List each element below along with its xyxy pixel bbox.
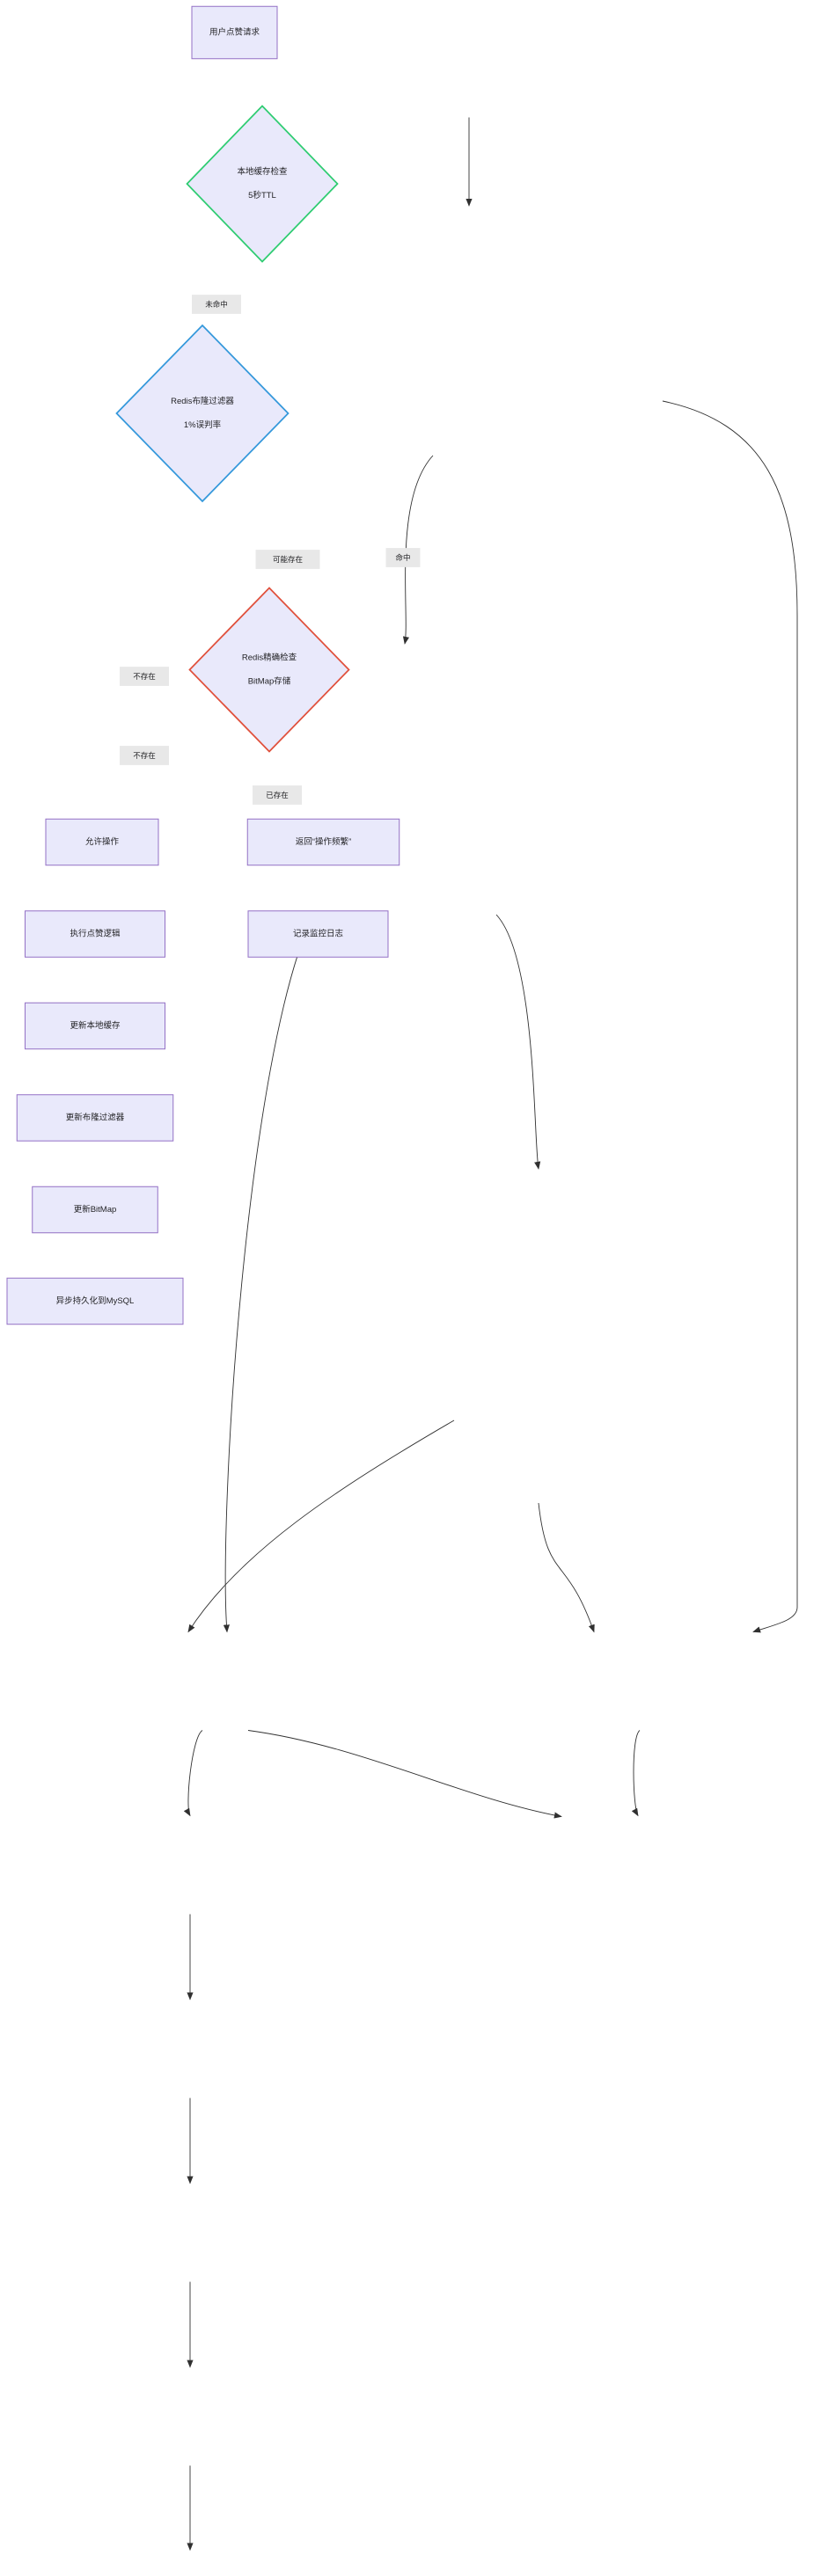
edge-label-e6: 不存在 xyxy=(120,746,169,765)
flow-node-n2[interactable]: 本地缓存检查 5秒TTL xyxy=(186,105,339,263)
node-label: 本地缓存检查 xyxy=(237,166,288,177)
flow-node-n7[interactable]: 执行点赞逻辑 xyxy=(25,910,165,958)
node-label: 返回“操作频繁” xyxy=(296,836,351,847)
node-rect xyxy=(191,5,278,60)
node-rect xyxy=(25,910,165,958)
edge-label-background xyxy=(253,785,302,805)
flow-node-n12[interactable]: 异步持久化到MySQL xyxy=(6,1277,184,1325)
edge-label-text: 可能存在 xyxy=(273,555,303,564)
node-rect xyxy=(6,1277,184,1325)
node-label: 用户点赞请求 xyxy=(209,27,260,38)
edge-label-background xyxy=(385,548,421,567)
edge-label-background xyxy=(192,295,241,314)
node-label: Redis精确检查 xyxy=(242,653,297,663)
node-label: 更新BitMap xyxy=(74,1204,117,1215)
edge-label-text: 未命中 xyxy=(205,300,228,309)
edges-layer xyxy=(183,117,798,2551)
node-label: 允许操作 xyxy=(85,836,120,847)
node-label: BitMap存储 xyxy=(248,676,291,687)
node-rect xyxy=(247,910,389,958)
node-label: 执行点赞逻辑 xyxy=(70,929,121,939)
node-label: 异步持久化到MySQL xyxy=(56,1295,135,1306)
edge-label-background xyxy=(255,550,320,569)
edge-label-text: 命中 xyxy=(395,553,410,562)
node-label: 1%误判率 xyxy=(184,420,222,430)
node-rect xyxy=(25,1002,165,1050)
edge-label-background xyxy=(120,746,169,765)
edge-label-e5: 不存在 xyxy=(120,667,169,686)
edge-label-e2: 未命中 xyxy=(192,295,241,314)
flow-node-n10[interactable]: 更新布隆过滤器 xyxy=(16,1094,174,1142)
node-rect xyxy=(246,818,400,866)
flow-edge-e8 xyxy=(183,1730,203,1817)
edge-label-background xyxy=(120,667,169,686)
node-label: 记录监控日志 xyxy=(293,929,343,939)
edge-label-text: 已存在 xyxy=(266,791,289,799)
flow-edge-e9 xyxy=(247,1730,562,1819)
flow-edge-e10 xyxy=(631,1730,641,1817)
flow-node-n5[interactable]: 允许操作 xyxy=(45,818,159,866)
flow-node-n11[interactable]: 更新BitMap xyxy=(32,1186,158,1234)
node-label: 更新本地缓存 xyxy=(70,1020,121,1031)
node-diamond xyxy=(186,105,339,263)
flow-edge-e3 xyxy=(662,400,798,1633)
node-diamond xyxy=(188,587,350,753)
edge-label-e3: 命中 xyxy=(385,548,421,567)
node-rect xyxy=(16,1094,174,1142)
flow-node-n8[interactable]: 记录监控日志 xyxy=(247,910,389,958)
flow-node-n6[interactable]: 返回“操作频繁” xyxy=(246,818,400,866)
edge-label-text: 不存在 xyxy=(133,672,156,681)
flow-edge-e4 xyxy=(495,914,541,1170)
flow-edge-e7 xyxy=(538,1502,595,1633)
flow-edge-e5 xyxy=(223,914,314,1633)
edge-label-e7: 已存在 xyxy=(253,785,302,805)
flow-node-n4[interactable]: Redis精确检查 BitMap存储 xyxy=(188,587,350,753)
edge-label-text: 不存在 xyxy=(133,751,156,760)
node-label: Redis布隆过滤器 xyxy=(171,396,234,406)
edge-label-e4: 可能存在 xyxy=(255,550,320,569)
node-label: 5秒TTL xyxy=(248,190,276,201)
flow-node-n9[interactable]: 更新本地缓存 xyxy=(25,1002,165,1050)
node-diamond xyxy=(115,324,290,503)
flow-node-n3[interactable]: Redis布隆过滤器 1%误判率 xyxy=(115,324,290,503)
node-rect xyxy=(32,1186,158,1234)
node-label: 更新布隆过滤器 xyxy=(66,1113,125,1123)
node-rect xyxy=(45,818,159,866)
flow-edge-e6 xyxy=(187,1419,455,1633)
flow-node-n1[interactable]: 用户点赞请求 xyxy=(191,5,278,60)
